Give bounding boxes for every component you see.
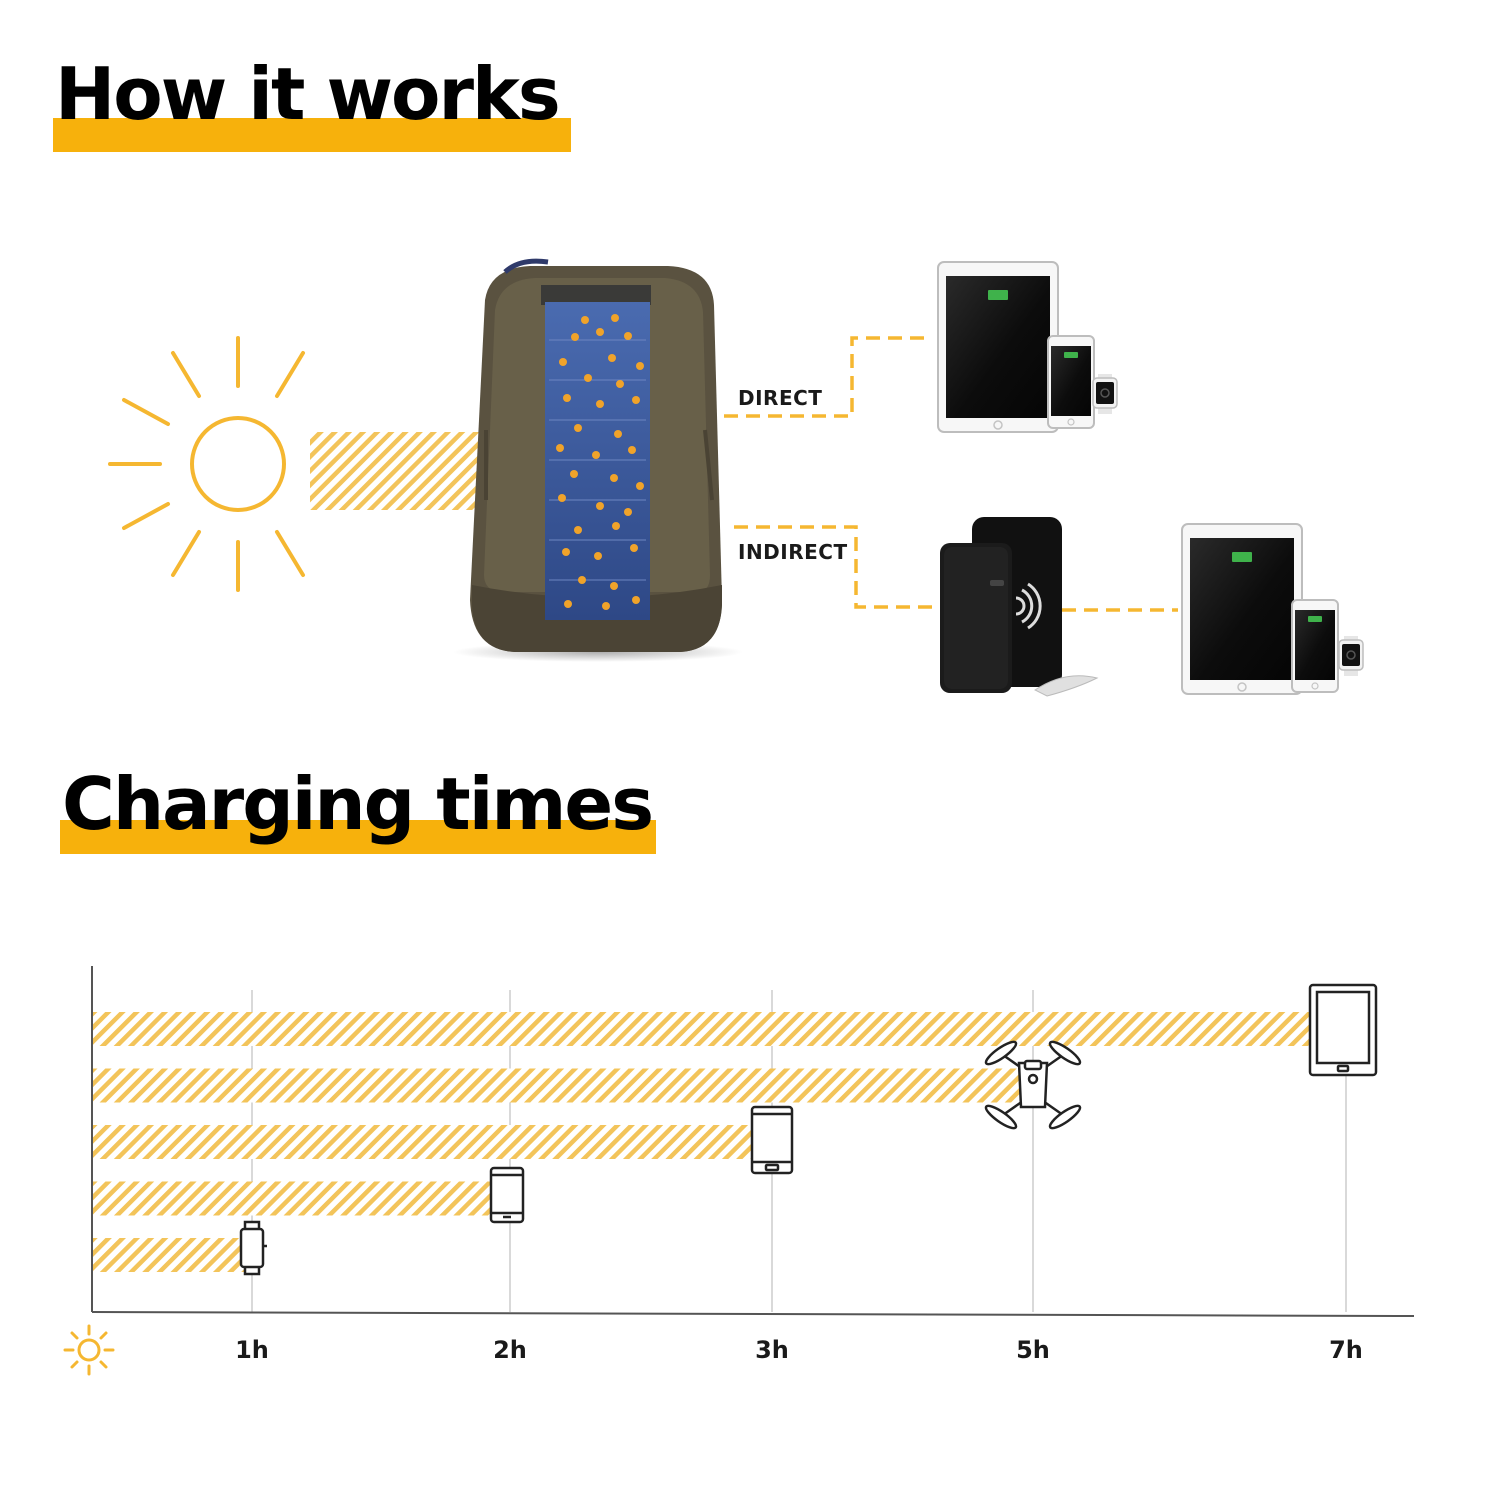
charging-times-heading: Charging times xyxy=(60,768,657,854)
indirect-connector xyxy=(734,525,935,609)
x-tick-label: 5h xyxy=(1016,1336,1050,1364)
watch-icon xyxy=(239,1220,267,1276)
bar-drone xyxy=(92,1068,1033,1103)
bar-smartphone xyxy=(92,1125,772,1159)
connector-lines xyxy=(724,336,1178,612)
bar-watch xyxy=(92,1238,252,1272)
x-axis xyxy=(91,1311,1415,1317)
x-tick-label: 3h xyxy=(755,1336,789,1364)
x-tick-label: 1h xyxy=(235,1336,269,1364)
sun-icon xyxy=(108,336,305,592)
heading-highlight xyxy=(53,118,571,152)
power-bank-icon xyxy=(940,517,1099,697)
heading-highlight xyxy=(60,820,657,854)
smartphone-icon xyxy=(750,1105,794,1175)
chart-device-icons xyxy=(239,983,1378,1276)
sun-icon xyxy=(63,1324,115,1376)
direct-label: DIRECT xyxy=(738,386,823,410)
bar-tablet xyxy=(92,1012,1346,1046)
tablet-icon xyxy=(1308,983,1378,1077)
chart-bars xyxy=(92,1012,1346,1272)
bar-phone xyxy=(92,1181,510,1216)
drone-icon xyxy=(984,1040,1082,1130)
solar-backpack xyxy=(453,258,743,662)
indirect-label: INDIRECT xyxy=(738,540,848,564)
direct-connector xyxy=(724,336,930,418)
phone-icon xyxy=(489,1166,525,1224)
how-it-works-heading: How it works xyxy=(53,58,571,152)
x-tick-label: 7h xyxy=(1329,1336,1363,1364)
how-it-works-diagram xyxy=(108,258,1364,697)
chart-axes xyxy=(91,966,1415,1317)
x-tick-label: 2h xyxy=(493,1336,527,1364)
